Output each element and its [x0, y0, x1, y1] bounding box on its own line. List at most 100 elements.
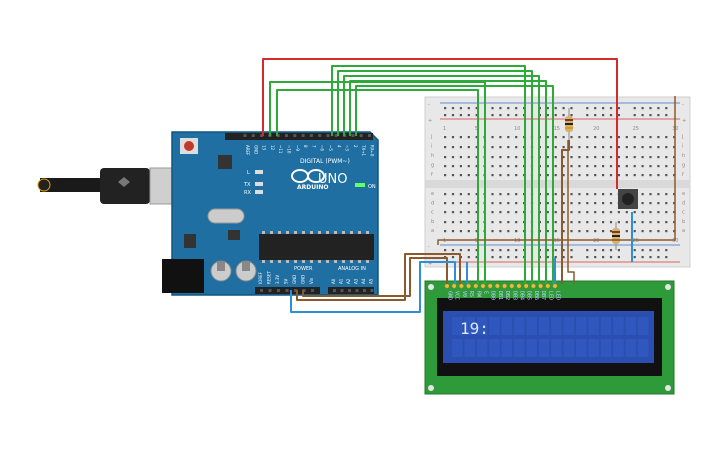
breadboard-hole: [570, 174, 573, 177]
chip-pin: [358, 231, 361, 234]
top-pin-label: ~10: [287, 145, 292, 154]
breadboard-hole: [641, 156, 644, 159]
lcd-pin: [473, 283, 479, 289]
breadboard-hole: [617, 256, 620, 259]
breadboard-col-label: 20: [593, 238, 599, 244]
breadboard-hole: [641, 221, 644, 224]
chip-pin: [358, 260, 361, 263]
breadboard-row-label: d: [682, 200, 685, 206]
breadboard-hole: [467, 107, 470, 110]
breadboard-hole: [507, 193, 510, 196]
breadboard-hole: [594, 211, 597, 214]
breadboard-hole: [586, 249, 589, 252]
lcd-cell: [538, 317, 550, 335]
wire-brown-3: [561, 140, 570, 284]
breadboard-row-label: a: [431, 228, 434, 234]
breadboard-hole: [617, 165, 620, 168]
breadboard-hole: [649, 256, 652, 259]
breadboard-hole: [578, 193, 581, 196]
breadboard-hole: [665, 256, 668, 259]
wire-red: [262, 58, 618, 189]
breadboard-hole: [649, 221, 652, 224]
power-jack: [162, 259, 204, 293]
analog-pin-label: A4: [361, 278, 366, 284]
breadboard-hole: [641, 211, 644, 214]
lcd-cell: [464, 339, 475, 357]
breadboard-hole: [475, 221, 478, 224]
breadboard-hole: [562, 114, 565, 117]
breadboard-hole: [594, 165, 597, 168]
push-button[interactable]: [618, 189, 638, 209]
breadboard-hole: [451, 193, 455, 196]
breadboard-hole: [602, 174, 605, 177]
lcd-cell: [625, 317, 637, 335]
breadboard-hole: [507, 174, 510, 177]
breadboard-hole: [546, 230, 549, 233]
breadboard-hole: [459, 202, 462, 205]
top-pin-label: 7: [311, 145, 316, 148]
breadboard-hole: [625, 165, 628, 168]
lcd-pin: [451, 283, 457, 289]
breadboard-hole: [546, 174, 549, 177]
breadboard-hole: [507, 136, 510, 139]
breadboard-hole: [562, 174, 565, 177]
breadboard-hole: [507, 230, 510, 233]
breadboard-hole: [602, 107, 605, 110]
breadboard-hole: [609, 156, 613, 159]
breadboard-hole: [641, 107, 644, 110]
lcd-cell: [538, 339, 550, 357]
lcd-cell: [551, 317, 562, 335]
breadboard-hole: [641, 256, 644, 259]
breadboard-hole: [499, 136, 502, 139]
lcd-pin-label: RW: [475, 291, 481, 298]
lcd-pin: [545, 283, 551, 289]
breadboard-hole: [609, 146, 613, 149]
breadboard-hole: [586, 136, 589, 139]
analog-pin-label: A1: [339, 278, 344, 284]
breadboard-hole: [475, 174, 478, 177]
top-pin-label: 13: [262, 145, 267, 151]
breadboard-hole: [467, 256, 470, 259]
breadboard-hole: [554, 146, 557, 149]
breadboard-hole: [515, 156, 518, 159]
breadboard-hole: [491, 249, 494, 252]
breadboard-hole: [459, 249, 462, 252]
breadboard-hole: [451, 174, 455, 177]
breadboard-hole: [459, 221, 462, 224]
breadboard-hole: [451, 165, 455, 168]
breadboard-row-label: j: [430, 134, 432, 140]
breadboard-hole: [491, 256, 494, 259]
breadboard-hole: [609, 230, 613, 233]
breadboard-hole: [625, 211, 628, 214]
breadboard-hole: [570, 146, 573, 149]
top-pin-label: ~6: [320, 145, 325, 151]
breadboard-hole: [451, 211, 455, 214]
wires: [262, 58, 676, 313]
breadboard-hole: [602, 256, 605, 259]
breadboard-hole: [444, 107, 447, 110]
breadboard-row-label: c: [431, 210, 434, 216]
lcd-cell: [600, 317, 612, 335]
breadboard-hole: [507, 202, 510, 205]
top-pin-label: RX←0: [370, 145, 375, 157]
lcd-cell: [526, 317, 537, 335]
breadboard-hole: [641, 136, 644, 139]
breadboard-hole: [649, 165, 652, 168]
wire-green-7: [355, 85, 554, 284]
header-pin: [276, 134, 280, 137]
breadboard-hole: [491, 193, 494, 196]
breadboard-col-label: 30: [672, 238, 678, 244]
breadboard-hole: [554, 156, 557, 159]
breadboard-hole: [649, 114, 652, 117]
lcd-cell: [588, 317, 599, 335]
breadboard-hole: [633, 165, 636, 168]
breadboard-hole: [499, 174, 502, 177]
breadboard-hole: [459, 174, 462, 177]
breadboard-hole: [507, 256, 510, 259]
breadboard-hole: [633, 256, 636, 259]
header-pin: [294, 289, 297, 292]
breadboard-hole: [562, 221, 565, 224]
breadboard-hole: [649, 156, 652, 159]
breadboard-hole: [444, 193, 447, 196]
breadboard-hole: [515, 230, 518, 233]
